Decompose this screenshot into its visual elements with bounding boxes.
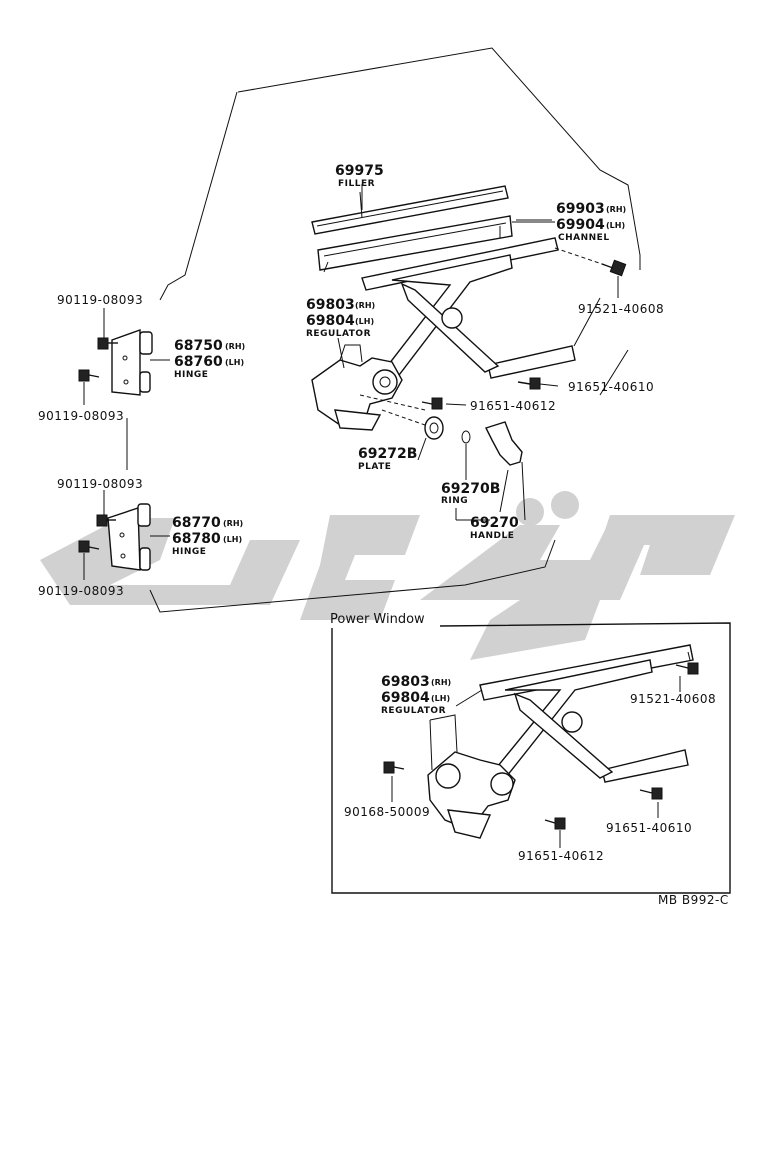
- pw-regulator-lh-suffix: (LH): [431, 694, 450, 703]
- ring-part-number: 69270B: [441, 481, 500, 497]
- upper-hinge-lh-part-number: 68760: [174, 354, 223, 370]
- pw-bolt-91651-40610-label: 91651-40610: [606, 821, 692, 835]
- filler-part-number: 69975: [335, 163, 384, 179]
- regulator-rh-suffix: (RH): [355, 301, 375, 310]
- pw-bolt-90168: [383, 761, 405, 774]
- plate-part-number: 69272B: [358, 446, 417, 462]
- bolt-lower-b: [78, 540, 100, 553]
- bolt-lower-a: [96, 514, 116, 527]
- upper-hinge-part: [111, 329, 153, 396]
- bolt-91651-40610-label-top: 91651-40610: [568, 380, 654, 394]
- bolt-91651-40610-top: [517, 377, 541, 390]
- channel-lh-part-number: 69904: [556, 217, 605, 233]
- channel-name: CHANNEL: [558, 233, 610, 243]
- upper-hinge-name: HINGE: [174, 370, 208, 380]
- leader-dash: [554, 247, 606, 266]
- channel-rh-suffix: (RH): [606, 205, 626, 214]
- bolt-90119-label-d: 90119-08093: [38, 584, 124, 598]
- bolt-91651-40612-label-top: 91651-40612: [470, 399, 556, 413]
- pw-leader-lines: [391, 651, 691, 848]
- channel-part: [317, 215, 555, 273]
- filler-part: [311, 185, 509, 235]
- pw-regulator-rh-part-number: 69803: [381, 674, 430, 690]
- lower-hinge-lh-suffix: (LH): [223, 535, 242, 544]
- upper-hinge-rh-part-number: 68750: [174, 338, 223, 354]
- lower-hinge-rh-part-number: 68770: [172, 515, 221, 531]
- handle-part-number: 69270: [470, 515, 519, 531]
- bolt-90119-label-b: 90119-08093: [38, 409, 124, 423]
- channel-rh-part-number: 69903: [556, 201, 605, 217]
- lower-hinge-part: [107, 503, 151, 571]
- plate-part: [424, 416, 444, 440]
- bolt-90119-label-c: 90119-08093: [57, 477, 143, 491]
- pw-bolt-91521-label: 91521-40608: [630, 692, 716, 706]
- power-window-title: Power Window: [330, 612, 425, 627]
- pw-bolt-91651-40610: [639, 787, 663, 800]
- bolt-90119-label-a: 90119-08093: [57, 293, 143, 307]
- bolt-91521-label-top: 91521-40608: [578, 302, 664, 316]
- upper-hinge-lh-suffix: (LH): [225, 358, 244, 367]
- leader-lines: [83, 184, 619, 580]
- lower-hinge-lh-part-number: 68780: [172, 531, 221, 547]
- ring-name: RING: [441, 496, 468, 506]
- ring-part: [461, 430, 471, 444]
- regulator-lh-suffix: (LH): [355, 317, 374, 326]
- regulator-lh-part-number: 69804: [306, 313, 355, 329]
- regulator-name: REGULATOR: [306, 329, 371, 339]
- watermark-logo: [40, 491, 735, 660]
- diagram-reference-code: MB B992-C: [658, 893, 729, 907]
- pw-bolt-91651-40612: [544, 817, 566, 830]
- manual-regulator: [311, 237, 576, 431]
- bolt-91521-40608-top: [601, 259, 627, 277]
- pw-bolt-91651-40612-label: 91651-40612: [518, 849, 604, 863]
- pw-bolt-91521: [675, 662, 699, 675]
- pw-regulator-lh-part-number: 69804: [381, 690, 430, 706]
- handle-name: HANDLE: [470, 531, 514, 541]
- regulator-rh-part-number: 69803: [306, 297, 355, 313]
- power-window-regulator: [427, 644, 694, 839]
- bolt-91651-40612-top: [421, 397, 443, 410]
- channel-lh-suffix: (LH): [606, 221, 625, 230]
- power-window-inset: [331, 622, 731, 894]
- plate-name: PLATE: [358, 462, 391, 472]
- bolt-upper-b: [78, 369, 100, 382]
- handle-part: [485, 421, 523, 466]
- filler-name: FILLER: [338, 179, 375, 189]
- upper-hinge-rh-suffix: (RH): [225, 342, 245, 351]
- door-outline: [126, 47, 641, 613]
- bolt-upper-a: [97, 337, 118, 350]
- lower-hinge-rh-suffix: (RH): [223, 519, 243, 528]
- pw-regulator-rh-suffix: (RH): [431, 678, 451, 687]
- pw-bolt-90168-label: 90168-50009: [344, 805, 430, 819]
- lower-hinge-name: HINGE: [172, 547, 206, 557]
- pw-regulator-name: REGULATOR: [381, 706, 446, 716]
- leader-dash: [381, 409, 426, 426]
